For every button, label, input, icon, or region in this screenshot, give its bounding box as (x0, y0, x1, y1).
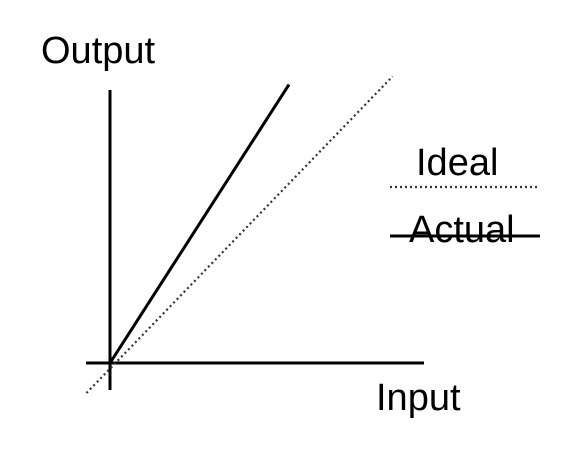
legend: Ideal Actual (390, 142, 540, 251)
legend-label-actual: Actual (409, 209, 515, 251)
actual-series-line (108, 83, 291, 364)
x-axis-label: Input (376, 377, 461, 419)
ideal-series-line (85, 75, 394, 394)
y-axis-label: Output (41, 30, 156, 72)
legend-label-ideal: Ideal (416, 142, 498, 184)
